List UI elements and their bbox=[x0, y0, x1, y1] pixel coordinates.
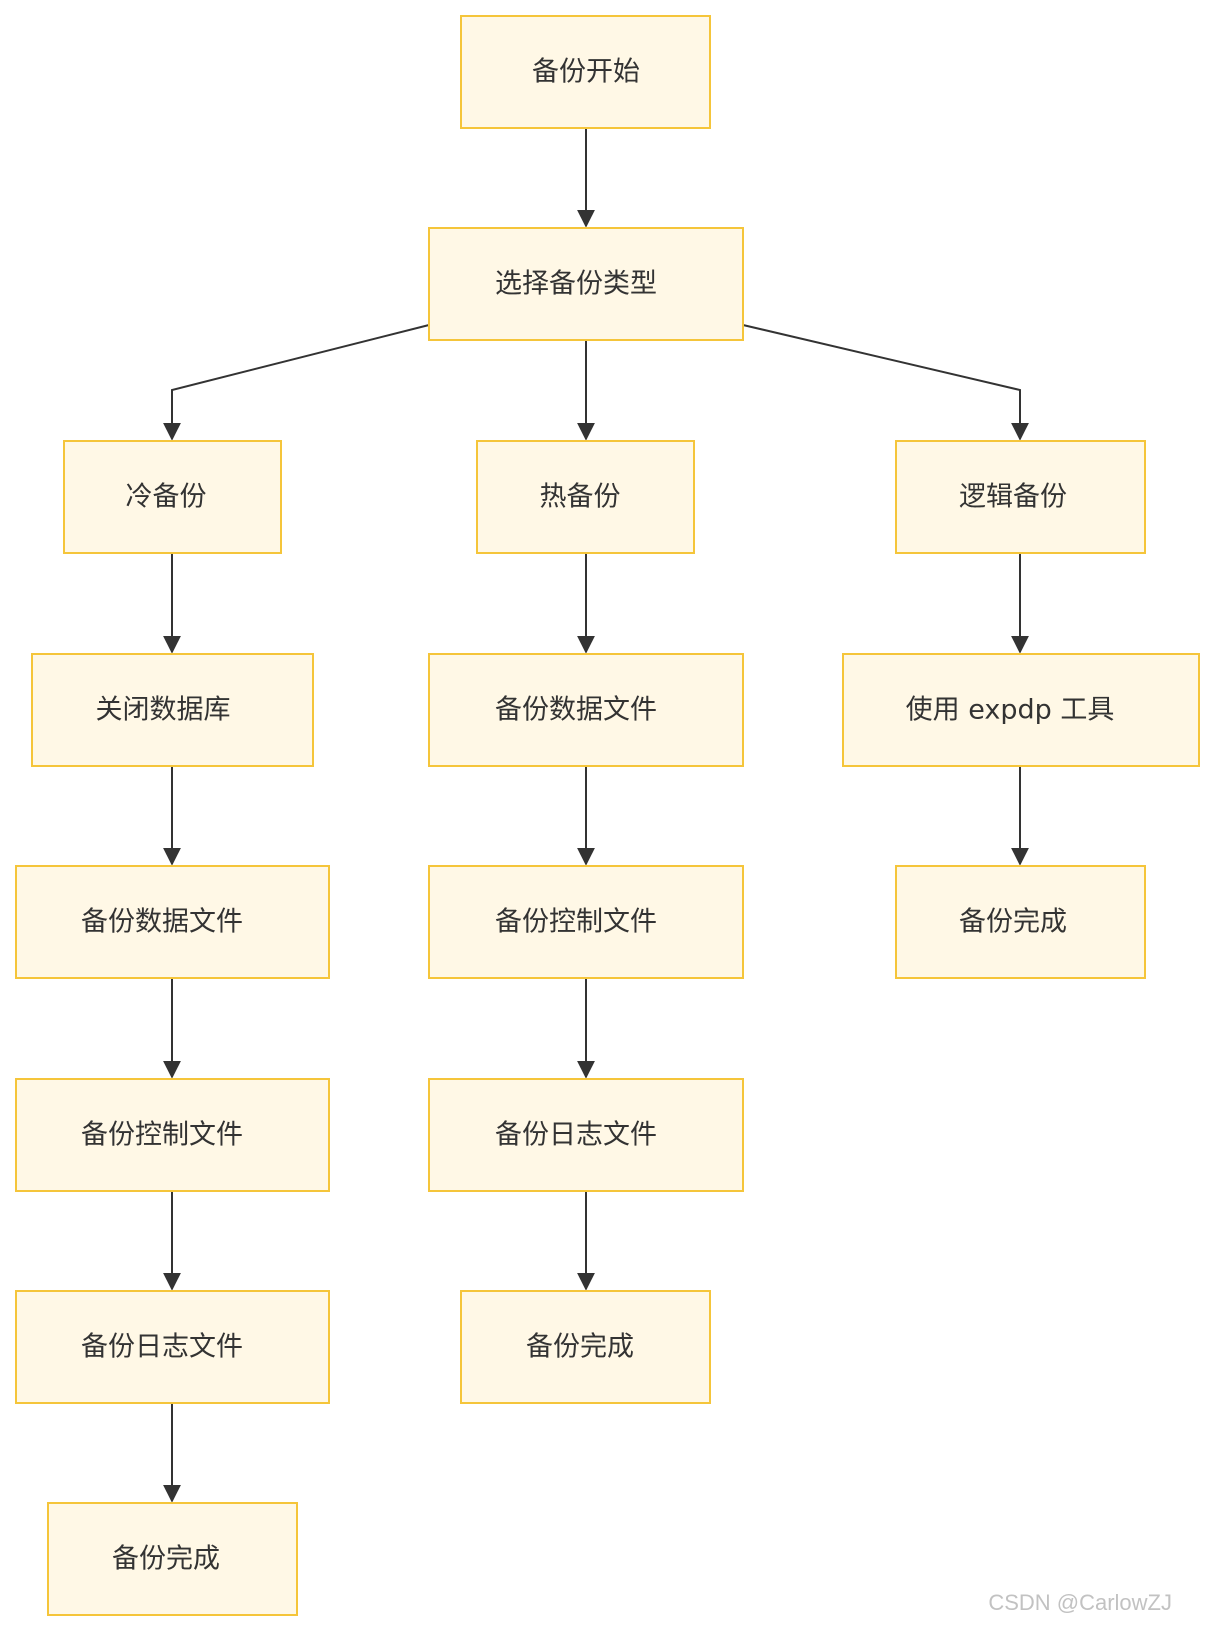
node-cold: 冷备份 bbox=[63, 440, 282, 554]
edge-choose-cold bbox=[163, 324, 430, 441]
node-cold-done-label: 备份完成 bbox=[112, 1544, 220, 1575]
node-hot-label: 热备份 bbox=[540, 482, 621, 513]
node-hot-logfile: 备份日志文件 bbox=[428, 1078, 744, 1192]
node-logical: 逻辑备份 bbox=[895, 440, 1146, 554]
node-cold-logfile: 备份日志文件 bbox=[15, 1290, 330, 1404]
node-choose: 选择备份类型 bbox=[428, 227, 744, 341]
node-cold-ctlfile: 备份控制文件 bbox=[15, 1078, 330, 1192]
edge-choose-logical bbox=[742, 324, 1029, 441]
node-logical-done: 备份完成 bbox=[895, 865, 1146, 979]
node-hot-done-label: 备份完成 bbox=[526, 1332, 634, 1363]
node-cold-datafile-label: 备份数据文件 bbox=[81, 907, 243, 938]
node-choose-label: 选择备份类型 bbox=[495, 269, 657, 300]
node-close-db-label: 关闭数据库 bbox=[96, 695, 231, 726]
edges bbox=[163, 129, 1029, 1503]
node-cold-ctlfile-label: 备份控制文件 bbox=[81, 1120, 243, 1151]
node-hot-datafile-label: 备份数据文件 bbox=[495, 695, 657, 726]
node-hot-ctlfile-label: 备份控制文件 bbox=[495, 907, 657, 938]
nodes: 备份开始 选择备份类型 冷备份 热备份 逻辑备份 关闭数据库 备份数据文件 bbox=[15, 15, 1200, 1616]
node-close-db: 关闭数据库 bbox=[31, 653, 314, 767]
node-cold-datafile: 备份数据文件 bbox=[15, 865, 330, 979]
node-start-label: 备份开始 bbox=[532, 57, 640, 88]
node-logical-label: 逻辑备份 bbox=[959, 482, 1067, 513]
node-start: 备份开始 bbox=[460, 15, 711, 129]
node-hot: 热备份 bbox=[476, 440, 695, 554]
node-hot-datafile: 备份数据文件 bbox=[428, 653, 744, 767]
node-expdp: 使用 expdp 工具 bbox=[842, 653, 1200, 767]
node-expdp-label: 使用 expdp 工具 bbox=[906, 695, 1115, 726]
node-logical-done-label: 备份完成 bbox=[959, 907, 1067, 938]
node-cold-done: 备份完成 bbox=[47, 1502, 298, 1616]
node-cold-label: 冷备份 bbox=[126, 482, 207, 513]
node-hot-logfile-label: 备份日志文件 bbox=[495, 1120, 657, 1151]
watermark: CSDN @CarlowZJ bbox=[988, 1590, 1172, 1615]
node-cold-logfile-label: 备份日志文件 bbox=[81, 1332, 243, 1363]
node-hot-done: 备份完成 bbox=[460, 1290, 711, 1404]
node-hot-ctlfile: 备份控制文件 bbox=[428, 865, 744, 979]
